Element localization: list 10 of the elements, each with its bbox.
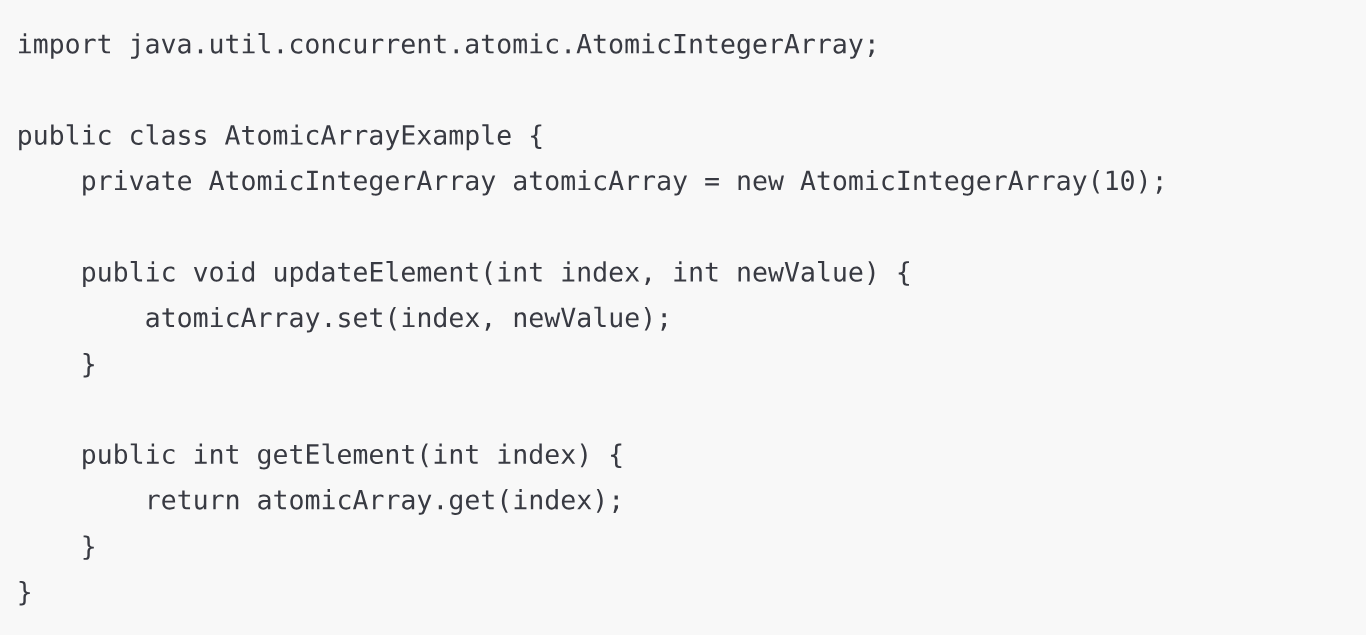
code-line: } [19,581,30,606]
code-line: return atomicArray.get(index); [149,489,618,515]
code-line: atomicArray.set(index, newValue); [146,306,666,333]
code-line: import java.util.concurrent.atomic.AtomicIntegerArray; [19,33,874,59]
code-line: public int getElement(int index) { [83,443,622,470]
code-line: public void updateElement(int index, int newValue) { [83,261,909,287]
code-line: } [83,535,94,560]
code-line: } [83,353,94,378]
code-line: private AtomicIntegerArray atomicArray = new AtomicIntegerArray(10); [83,169,1162,196]
code-line: public class AtomicArrayExample { [19,124,542,151]
